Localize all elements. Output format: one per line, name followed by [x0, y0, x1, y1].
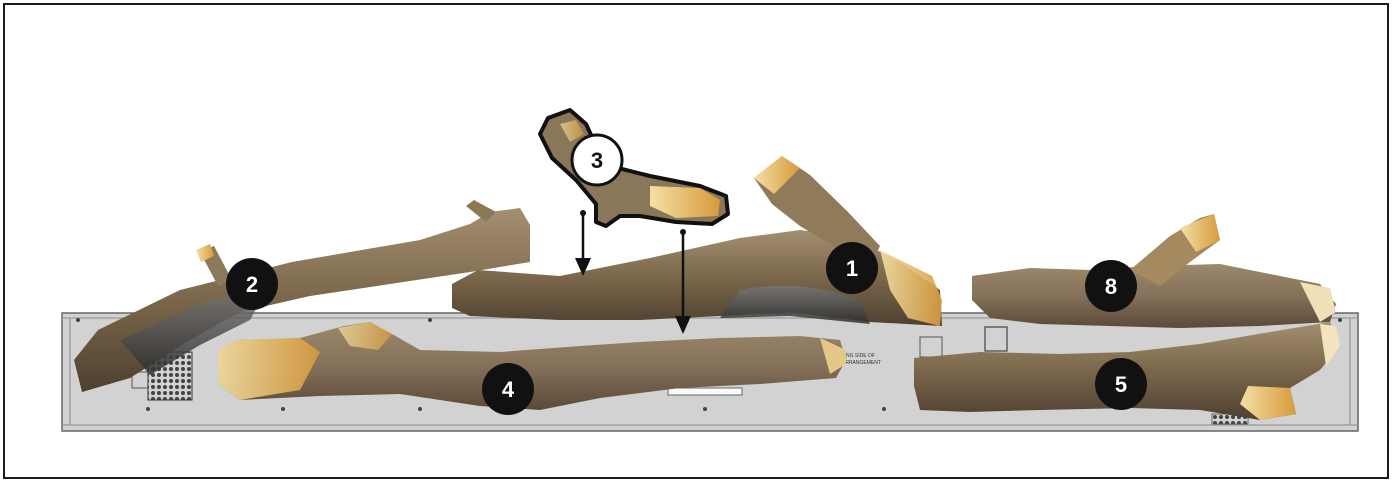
callout-1: 1: [826, 242, 878, 294]
callout-4: 4: [482, 363, 534, 415]
callout-2-label: 2: [246, 272, 258, 297]
callout-5-label: 5: [1115, 372, 1127, 397]
callout-5: 5: [1095, 358, 1147, 410]
callout-3: 3: [572, 135, 622, 185]
tray-marking-1: NG SIDE OF: [846, 353, 875, 359]
tray-marking-2: ARRANGEMENT: [842, 360, 881, 366]
callout-8-label: 8: [1105, 274, 1117, 299]
log-8: [972, 214, 1336, 328]
callout-8: 8: [1085, 260, 1137, 312]
callout-1-label: 1: [846, 256, 858, 281]
callout-4-label: 4: [502, 377, 515, 402]
log-3: [540, 110, 728, 226]
down-arrow-icon: [575, 210, 591, 276]
callout-2: 2: [226, 258, 278, 310]
callout-3-label: 3: [591, 148, 603, 173]
